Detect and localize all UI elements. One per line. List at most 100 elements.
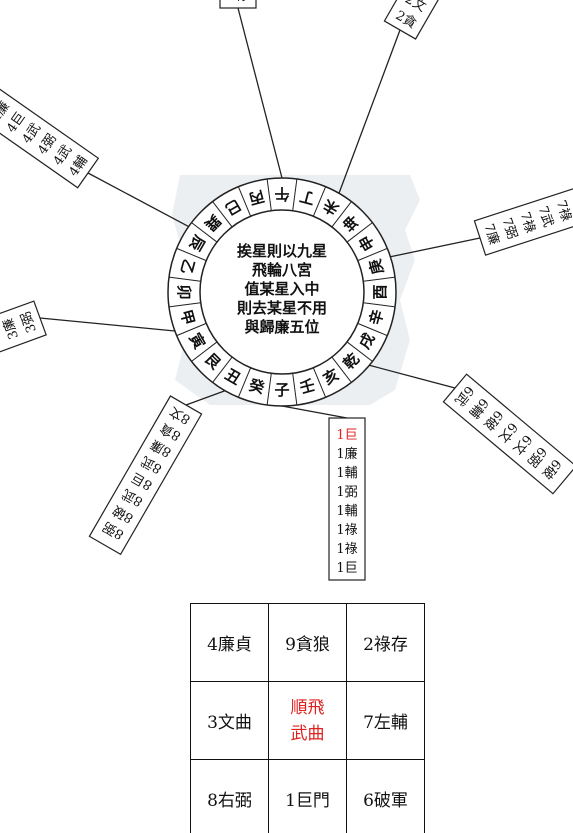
ring-divider [237,367,252,398]
center-line: 與歸廉五位 [244,318,319,336]
spoke-line [369,364,456,389]
grid-cell-bottom-right: 6破軍 [346,759,425,833]
box-entry: 3弼 [19,309,40,334]
ring-divider [312,367,327,398]
grid-cell-top-left: 4廉貞 [190,603,269,682]
nine-palace-grid: 4廉貞 9貪狼 2祿存 3文曲 順飛 武曲 7左輔 8右弼 1巨門 6破軍 [190,603,425,833]
box-frame [473,175,573,256]
ring-char: 丙 [247,187,266,208]
spoke-line [237,7,283,179]
box-frame [383,0,498,40]
box-frame [219,0,257,9]
box-entry: 1巨 [336,561,357,576]
spoke-line [87,172,189,228]
ring-char: 午 [274,185,289,203]
ring-char: 丁 [298,187,317,208]
spokes-layer [39,7,481,419]
ring-divider [312,186,327,217]
ring-divider [191,341,218,362]
center-line: 挨星則以九星 [237,242,327,260]
box-entry: 1輔 [336,466,357,481]
ring-char: 卯 [175,284,193,299]
box-frame [88,395,203,556]
grid-cell-top-right: 2祿存 [346,603,425,682]
ring-divider [292,178,298,211]
box-entry: 1廉 [336,446,357,462]
ring-divider [266,373,272,406]
box-frame [0,300,47,385]
ring-char: 壬 [298,376,317,397]
ring-divider [168,276,201,282]
box-entry: 1祿 [336,523,357,538]
spoke-line [390,237,481,258]
ring-divider [346,341,373,362]
ring-divider [237,186,252,217]
box-entry: 7廉 [481,222,503,247]
ring-divider [357,247,388,262]
box-1: 1巨 1廉 1輔 1弼 1輔 1祿 1祿 1巨 [328,417,366,581]
ring-char: 酉 [371,284,389,299]
box-entry: 9祿 [227,0,248,4]
box-7: 7輔7廉7祿7武7祿7弼7廉 [473,175,573,256]
ring-dividers [168,178,396,406]
ring-divider [176,247,207,262]
ring-divider [346,222,373,243]
box-entry: 7祿 [553,199,573,224]
box-entry: 7武 [535,204,556,229]
grid-center-line-2: 武曲 [290,723,325,744]
box-entry: 1輔 [336,504,357,519]
ring-divider [176,322,207,337]
ring-char: 甲 [177,308,198,327]
ring [167,177,397,407]
ring-divider [331,201,352,228]
box-9: 9貪9武9廉9貪9廉9文9巨9祿 [219,0,257,9]
box-entry: 7祿 [517,210,538,235]
center-line: 值某星入中 [244,280,319,298]
grid-center-line-1: 順飛 [290,697,325,718]
ring-divider [168,302,201,308]
grid-cell-mid-right: 7左輔 [346,681,425,760]
ring-divider [331,356,352,383]
ring-divider [363,302,396,308]
box-frame [0,86,100,189]
box-entry: 7弼 [499,216,520,241]
grid-cell-top-center: 9貪狼 [268,603,347,682]
ring-divider [292,373,298,406]
grid-cell-center: 順飛 武曲 [268,681,347,760]
ring-divider [191,222,218,243]
ring-divider [266,178,272,211]
ring-divider [212,201,233,228]
box-2: 2祿2文2弼2輔2弼2巨2文2貪 [383,0,498,40]
ring-char: 乙 [177,257,198,276]
ring-divider [357,322,388,337]
spoke-line [338,29,401,194]
ring-divider [363,276,396,282]
box-entry: 3廉 [0,316,22,341]
ring-char: 癸 [246,376,267,398]
grid-cell-mid-left: 3文曲 [190,681,269,760]
grid-cell-bottom-center: 1巨門 [268,759,347,833]
box-frame [442,373,573,495]
spoke-line [185,390,226,406]
box-entry: 1祿 [336,542,357,557]
ring-char: 庚 [366,257,387,276]
ring-char: 辛 [366,308,387,327]
box-entry: 1弼 [336,485,357,500]
box-3: 3文3祿3貪3破3貪3廉3弼 [0,300,47,385]
ring-char: 子 [274,381,289,399]
grid-cell-bottom-left: 8右弼 [190,759,269,833]
box-entry: 1巨 [336,428,357,443]
center-line: 則去某星不用 [237,299,327,317]
ring-divider [212,356,233,383]
box-frame [328,417,366,581]
spoke-line [281,405,348,419]
center-line: 飛輪八宮 [251,261,312,279]
spoke-line [39,317,175,332]
